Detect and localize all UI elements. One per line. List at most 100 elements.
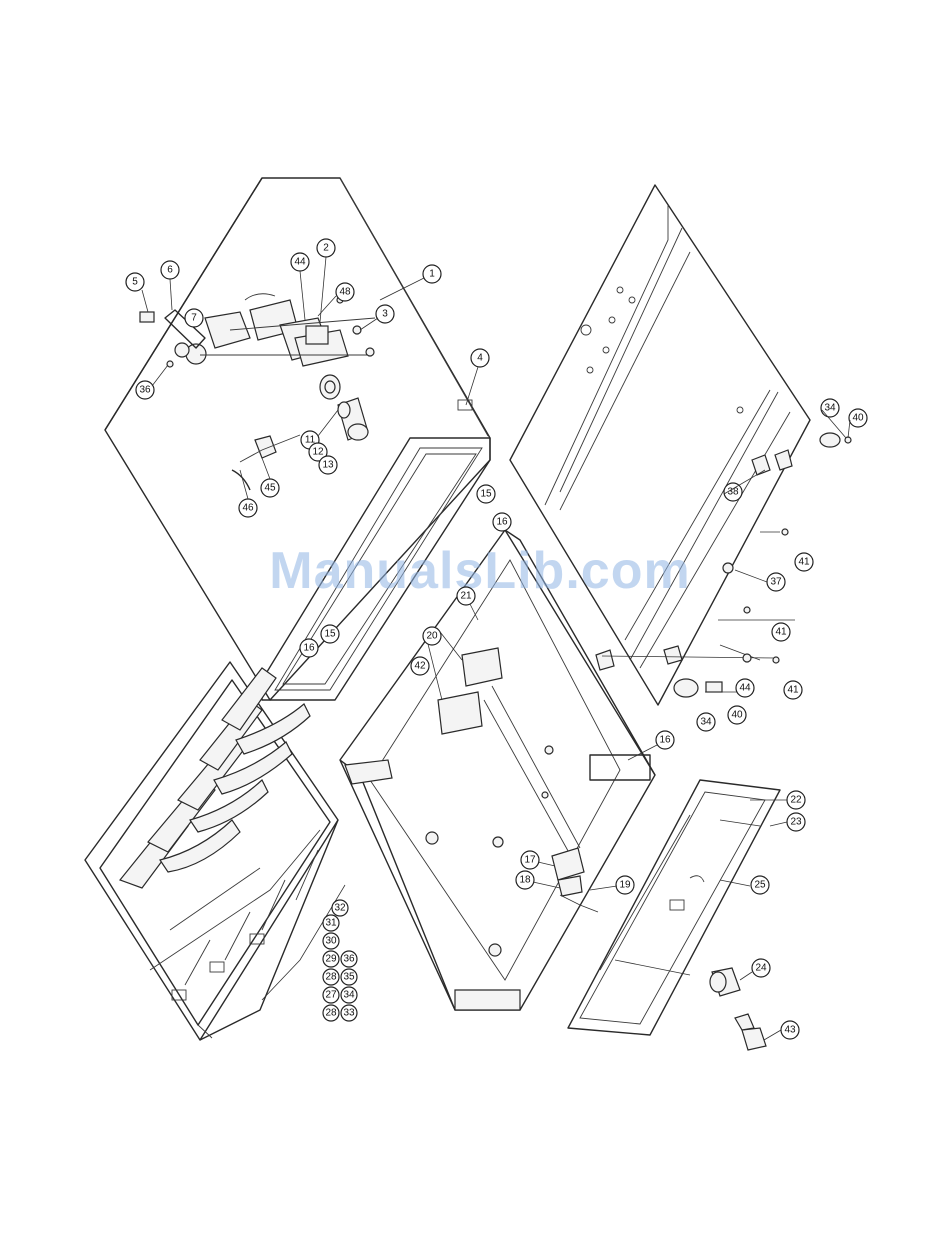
svg-text:29: 29 — [325, 954, 337, 965]
svg-text:41: 41 — [787, 685, 799, 696]
callout-41-b: 41 — [772, 623, 790, 641]
callout-24: 24 — [752, 959, 770, 977]
callout-42: 42 — [411, 657, 429, 675]
svg-text:28: 28 — [325, 972, 337, 983]
svg-text:3: 3 — [382, 309, 388, 320]
svg-text:34: 34 — [700, 717, 712, 728]
svg-text:17: 17 — [524, 855, 536, 866]
callout-2: 2 — [317, 239, 335, 257]
svg-text:23: 23 — [790, 817, 802, 828]
svg-text:32: 32 — [334, 903, 346, 914]
watermark-text: ManualsLib.com — [269, 542, 690, 600]
svg-text:30: 30 — [325, 936, 337, 947]
svg-text:1: 1 — [429, 269, 435, 280]
svg-text:13: 13 — [322, 460, 334, 471]
svg-text:16: 16 — [496, 517, 508, 528]
svg-text:28: 28 — [325, 1008, 337, 1019]
callout-16-c: 16 — [656, 731, 674, 749]
svg-text:15: 15 — [324, 629, 336, 640]
callout-34-a: 34 — [821, 399, 839, 417]
callout-23: 23 — [787, 813, 805, 831]
callout-tray-3: 28 — [323, 969, 339, 985]
callout-tray-8: 33 — [341, 1005, 357, 1021]
callout-18: 18 — [516, 871, 534, 889]
callout-22: 22 — [787, 791, 805, 809]
callout-16-b: 16 — [300, 639, 318, 657]
svg-text:7: 7 — [191, 313, 197, 324]
callout-tray-5: 30 — [323, 933, 339, 949]
svg-text:25: 25 — [754, 880, 766, 891]
drawer — [340, 530, 655, 1010]
callout-tray-4: 29 — [323, 951, 339, 967]
svg-text:48: 48 — [339, 287, 351, 298]
callout-44-b: 44 — [736, 679, 754, 697]
lock-mechanism — [140, 294, 375, 367]
svg-text:37: 37 — [770, 577, 782, 588]
svg-text:15: 15 — [480, 489, 492, 500]
svg-text:33: 33 — [343, 1008, 355, 1019]
callout-25: 25 — [751, 876, 769, 894]
callout-13: 13 — [319, 456, 337, 474]
bottom-plate — [510, 185, 810, 705]
callout-tray-9: 34 — [341, 987, 357, 1003]
callout-43: 43 — [781, 1021, 799, 1039]
callout-19: 19 — [616, 876, 634, 894]
callout-tray-6: 31 — [323, 915, 339, 931]
callout-tray-1: 28 — [323, 1005, 339, 1021]
drawer-front-panel — [568, 780, 780, 1035]
svg-text:16: 16 — [303, 643, 315, 654]
bill-clips — [120, 668, 310, 888]
svg-text:22: 22 — [790, 795, 802, 806]
callout-7: 7 — [185, 309, 203, 327]
svg-text:19: 19 — [619, 880, 631, 891]
svg-text:40: 40 — [731, 710, 743, 721]
callout-tray-2: 27 — [323, 987, 339, 1003]
callout-tray-11: 36 — [341, 951, 357, 967]
svg-text:41: 41 — [775, 627, 787, 638]
svg-text:20: 20 — [426, 631, 438, 642]
callout-6: 6 — [161, 261, 179, 279]
callout-3: 3 — [376, 305, 394, 323]
callout-15-b: 15 — [321, 625, 339, 643]
svg-text:40: 40 — [852, 413, 864, 424]
callout-46: 46 — [239, 499, 257, 517]
callout-tray-10: 35 — [341, 969, 357, 985]
callout-17: 17 — [521, 851, 539, 869]
callout-40-a: 40 — [849, 409, 867, 427]
callout-44-a: 44 — [291, 253, 309, 271]
svg-text:27: 27 — [325, 990, 337, 1001]
svg-text:2: 2 — [323, 243, 329, 254]
callout-41-c: 41 — [784, 681, 802, 699]
callout-5: 5 — [126, 273, 144, 291]
svg-text:34: 34 — [824, 403, 836, 414]
svg-text:21: 21 — [460, 591, 472, 602]
svg-text:16: 16 — [659, 735, 671, 746]
svg-text:6: 6 — [167, 265, 173, 276]
callout-15-a: 15 — [477, 485, 495, 503]
callout-36: 36 — [136, 381, 154, 399]
svg-text:24: 24 — [755, 963, 767, 974]
svg-text:34: 34 — [343, 990, 355, 1001]
cash-tray — [85, 662, 345, 1040]
svg-text:18: 18 — [519, 875, 531, 886]
svg-text:36: 36 — [139, 385, 151, 396]
callout-1: 1 — [423, 265, 441, 283]
svg-text:46: 46 — [242, 503, 254, 514]
svg-text:12: 12 — [312, 447, 324, 458]
lock-cylinder-and-key — [710, 968, 766, 1050]
callout-41-a: 41 — [795, 553, 813, 571]
callout-48: 48 — [336, 283, 354, 301]
svg-text:43: 43 — [784, 1025, 796, 1036]
callout-16-a: 16 — [493, 513, 511, 531]
callout-45: 45 — [261, 479, 279, 497]
callouts: 1 2 3 4 5 6 7 11 12 13 15 15 16 16 16 17… — [126, 239, 867, 1039]
svg-text:31: 31 — [325, 918, 337, 929]
svg-text:5: 5 — [132, 277, 138, 288]
callout-34-b: 34 — [697, 713, 715, 731]
callout-37: 37 — [767, 573, 785, 591]
svg-text:44: 44 — [739, 683, 751, 694]
tray-callout-cluster: 28 27 28 29 30 31 32 33 34 35 36 — [323, 900, 357, 1021]
svg-text:4: 4 — [477, 353, 483, 364]
svg-text:44: 44 — [294, 257, 306, 268]
